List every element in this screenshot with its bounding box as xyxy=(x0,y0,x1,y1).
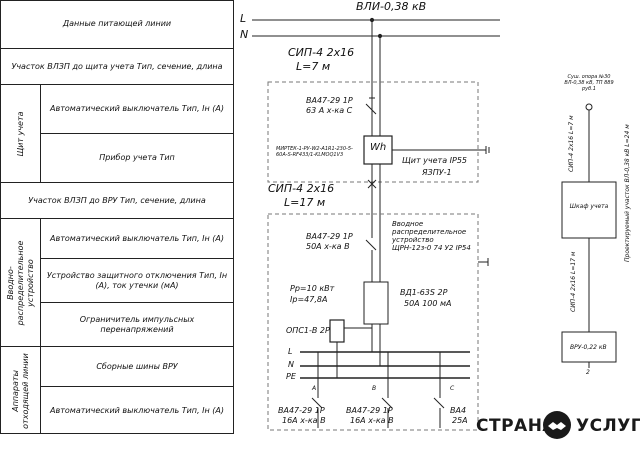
out1-tag: А xyxy=(312,385,317,392)
cable1-type: СИП-4 2х16 xyxy=(288,46,355,59)
bus2-N-label: N xyxy=(288,360,294,369)
row-breaker2-text: Автоматический выключатель Тип, Iн (А) xyxy=(50,233,224,243)
meter-panel-code: ЯЗПУ-1 xyxy=(422,168,452,177)
pole-caption-line2: ВЛ-0,38 кВ, ТП 889 xyxy=(564,80,614,86)
row-breaker1-text: Автоматический выключатель Тип, Iн (А) xyxy=(50,104,224,113)
breaker1-type: ВА47-29 1Р xyxy=(306,96,353,105)
cable2-type: СИП-4 2х16 xyxy=(268,182,335,195)
meter-cabinet xyxy=(561,181,617,239)
row-meter-text: Прибор учета Тип xyxy=(99,153,175,162)
logo-right-word: УСЛУГ xyxy=(576,416,640,436)
meter-panel-label: Щит учета IP55 xyxy=(402,156,468,165)
logo-left-word: СТРАНА xyxy=(476,416,557,436)
out3-type: ВА4 xyxy=(450,406,467,415)
row-supply-text: Данные питающей линии xyxy=(62,19,172,28)
out3-tag: С xyxy=(450,385,455,392)
meter-cabinet-label: Шкаф учета xyxy=(569,203,609,210)
out3-rating: 25А xyxy=(452,416,468,425)
cable-b-label: СИП-4 2х16 L=17 м xyxy=(570,251,577,312)
meter-model: МИРТЕК-1-РУ-W2-А1R1-230-5-60А-S-RF433/1-… xyxy=(276,146,353,158)
row-section1: Участок ВЛЗП до щита учета Тип, сечение,… xyxy=(1,48,233,84)
row-breaker3: Автоматический выключатель Тип, Iн (А) xyxy=(41,386,233,434)
bus-N-label: N xyxy=(240,28,249,41)
pole-symbol xyxy=(585,103,593,111)
bus-L-label: L xyxy=(240,12,247,25)
power-p: Pр=10 кВт xyxy=(290,284,335,293)
pole-caption-line1: Суш. опора №30 xyxy=(567,74,611,80)
pole-caption-line3: руб.1 xyxy=(582,86,596,92)
meter-symbol: Wh xyxy=(370,142,387,153)
row-section1-text: Участок ВЛЗП до щита учета Тип, сечение,… xyxy=(11,61,223,71)
bottom-mark: 2 xyxy=(586,369,590,376)
out2-type: ВА47-29 1Р xyxy=(346,406,393,415)
watermark-logo: СТРАНА УСЛУГ xyxy=(476,408,640,444)
pole-caption: Суш. опора №30 ВЛ-0,38 кВ, ТП 889 руб.1 xyxy=(556,74,622,92)
row-section2: Участок ВЛЗП до ВРУ Тип, сечение, длина xyxy=(1,182,233,218)
row-breaker2: Автоматический выключатель Тип, Iн (А) xyxy=(41,218,233,258)
row-busbar: Сборные шины ВРУ xyxy=(41,346,233,386)
row-meter: Прибор учета Тип xyxy=(41,133,233,182)
row-supply-data: Данные питающей линии xyxy=(1,0,233,48)
right-schematic xyxy=(561,103,617,368)
rcd-rating: 50А 100 мА xyxy=(404,299,452,308)
breaker2-type: ВА47-29 1Р xyxy=(306,232,353,241)
row-surge-text: Ограничитель импульсных перенапряжений xyxy=(79,314,195,334)
meter-panel-box xyxy=(267,81,479,183)
bus2-PE-label: PE xyxy=(286,372,296,381)
row-busbar-text: Сборные шины ВРУ xyxy=(96,361,178,371)
vru-title: Вводное распределительное устройство ЩРН… xyxy=(392,220,471,252)
line-label: ВЛИ-0,38 кВ xyxy=(356,0,427,13)
breaker1-rating: 63 А х-ка С xyxy=(306,106,353,115)
breaker2-rating: 50А х-ка В xyxy=(306,242,350,251)
row-rcd-text: Устройство защитного отключения Тип, Iн … xyxy=(46,270,228,290)
power-i: Iр=47,8А xyxy=(290,295,328,304)
rcd-type: ВД1-63S 2Р xyxy=(400,288,448,297)
surge-protector xyxy=(329,319,345,343)
row-breaker1: Автоматический выключатель Тип, Iн (А) xyxy=(41,84,233,133)
cable1-length: L=7 м xyxy=(296,60,331,73)
cable2-length: L=17 м xyxy=(284,196,326,209)
handshake-icon xyxy=(543,411,571,439)
legend-table: Данные питающей линии Участок ВЛЗП до щи… xyxy=(0,0,234,434)
vru-cabinet-label: ВРУ-0,22 кВ xyxy=(570,344,607,351)
cable-a-label: СИП-4 2х16 L=7 м xyxy=(568,115,575,172)
row-surge: Ограничитель импульсных перенапряжений xyxy=(41,302,233,346)
out2-rating: 16А х-ка В xyxy=(350,416,394,425)
row-breaker3-text: Автоматический выключатель Тип, Iн (А) xyxy=(50,405,224,415)
group-meter-panel: Щит учета xyxy=(1,84,41,182)
out1-rating: 16А х-ка В xyxy=(282,416,326,425)
side-caption: Проектируемый участок ВЛ-0,38 кВ L=24 м xyxy=(624,124,631,262)
vru-box xyxy=(267,213,479,431)
out2-tag: В xyxy=(372,385,377,392)
row-rcd: Устройство защитного отключения Тип, Iн … xyxy=(41,258,233,302)
out1-type: ВА47-29 1Р xyxy=(278,406,325,415)
bus2-L-label: L xyxy=(288,347,293,356)
row-section2-text: Участок ВЛЗП до ВРУ Тип, сечение, длина xyxy=(28,195,206,205)
rcd-box xyxy=(363,281,389,325)
group-outgoing: Аппараты отходящей линии xyxy=(1,346,41,434)
surge-type: ОПС1-В 2Р xyxy=(286,326,330,335)
group-vru: Вводно- распределительное устройство xyxy=(1,218,41,346)
